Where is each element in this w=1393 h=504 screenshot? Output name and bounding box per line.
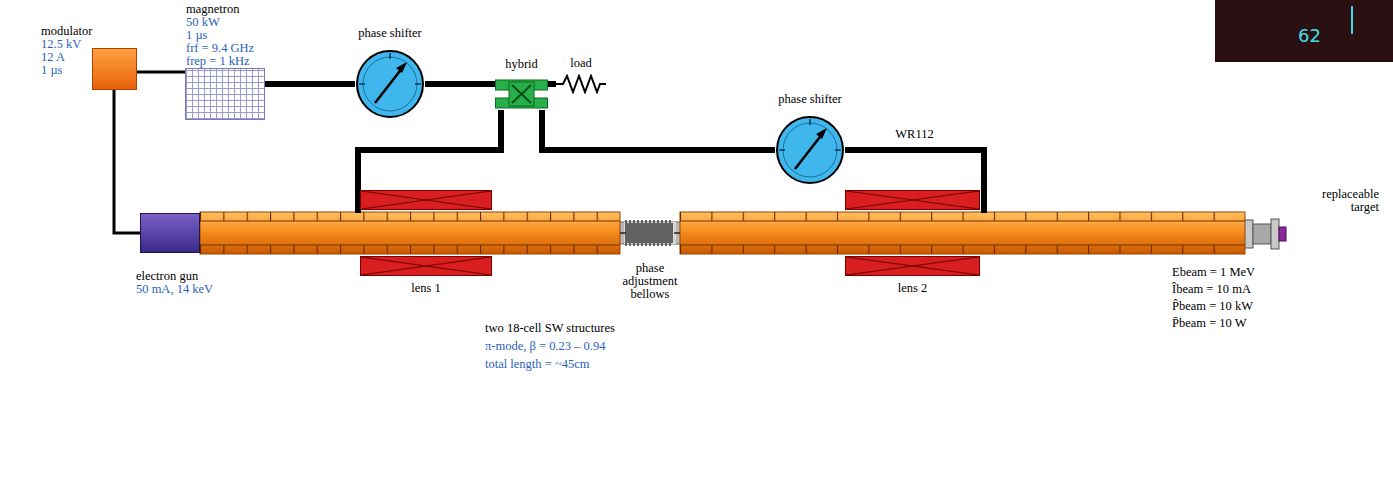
lens-coil xyxy=(845,190,980,210)
beam-parameter: P̄beam = 10 W xyxy=(1172,317,1247,330)
spec-value: 50 mA, 14 keV xyxy=(136,283,246,296)
label-group: replaceable target xyxy=(1297,188,1379,214)
waveguide xyxy=(265,81,355,87)
photo-mark xyxy=(1351,6,1353,34)
magnetron-box: magnetron50 kW1 µsfrf = 9.4 GHzfrep = 1 … xyxy=(185,68,265,120)
target: replaceable target xyxy=(1245,218,1287,250)
beam-parameter: Îbeam = 10 mA xyxy=(1172,283,1251,296)
label-group: electron gun50 mA, 14 keV xyxy=(136,270,246,296)
label-group: phase adjustment bellows xyxy=(608,262,692,301)
label-group: phase shifter xyxy=(750,93,870,106)
sw-structure xyxy=(200,212,620,254)
waveguide-stub xyxy=(981,188,987,213)
beam-parameter: Ebeam = 1 MeV xyxy=(1172,266,1255,279)
lens-coil xyxy=(845,256,980,276)
label-group: magnetron50 kW1 µsfrf = 9.4 GHzfrep = 1 … xyxy=(186,3,296,68)
label-group: hybrid xyxy=(485,58,558,71)
part-name: phase shifter xyxy=(330,27,450,40)
bellows: phase adjustment bellows xyxy=(620,218,680,248)
label-group: load xyxy=(551,57,611,70)
part-name: modulator xyxy=(41,25,111,38)
photo-inset xyxy=(1215,0,1393,62)
caption-line: total length = ~45cm xyxy=(485,358,589,371)
spec-value: 1 µs xyxy=(41,64,111,77)
cable xyxy=(114,90,140,233)
part-name: replaceable target xyxy=(1297,188,1379,214)
phase-shifter: phase shifter xyxy=(355,49,425,119)
part-name: lens 2 xyxy=(845,282,980,295)
sw-structure xyxy=(680,212,1245,254)
beam-parameter: P̂beam = 10 kW xyxy=(1172,300,1253,313)
part-name: lens 1 xyxy=(360,282,492,295)
label-group: lens 2 xyxy=(845,282,980,295)
spec-value: 50 kW xyxy=(186,16,296,29)
waveguide xyxy=(425,81,495,87)
photo-number: 62 xyxy=(1298,26,1321,46)
lens-coil xyxy=(360,190,492,210)
spec-value: 12.5 kV xyxy=(41,38,111,51)
waveguide xyxy=(845,150,984,190)
part-name: phase adjustment bellows xyxy=(608,262,692,301)
waveguide xyxy=(542,110,775,150)
label-group: modulator12.5 kV12 A1 µs xyxy=(41,25,111,77)
spec-value: frf = 9.4 GHz xyxy=(186,42,296,55)
focusing-lens: lens 1 xyxy=(350,190,492,276)
part-name: hybrid xyxy=(485,58,558,71)
phase-shifter: phase shifter xyxy=(775,115,845,185)
label-group: phase shifter xyxy=(330,27,450,40)
part-name: magnetron xyxy=(186,3,296,16)
spec-value: 12 A xyxy=(41,51,111,64)
hybrid-coupler: hybrid xyxy=(495,78,548,110)
label-group: lens 1 xyxy=(360,282,492,295)
load-symbol: load xyxy=(556,74,606,94)
caption-line: π-mode, β = 0.23 – 0.94 xyxy=(485,340,605,353)
spec-value: frep = 1 kHz xyxy=(186,55,296,68)
waveguide xyxy=(548,81,556,87)
caption-line: two 18-cell SW structures xyxy=(485,322,615,335)
lens-coil xyxy=(360,256,492,276)
cable xyxy=(137,71,185,74)
focusing-lens: lens 2 xyxy=(840,190,992,276)
waveguide-label: WR112 xyxy=(893,128,935,141)
part-name: load xyxy=(551,57,611,70)
modulator-box: modulator12.5 kV12 A1 µs xyxy=(92,48,137,90)
part-name: electron gun xyxy=(136,270,246,283)
waveguide xyxy=(358,110,501,190)
electron-gun: electron gun50 mA, 14 keV xyxy=(140,213,200,253)
part-name: phase shifter xyxy=(750,93,870,106)
spec-value: 1 µs xyxy=(186,29,296,42)
